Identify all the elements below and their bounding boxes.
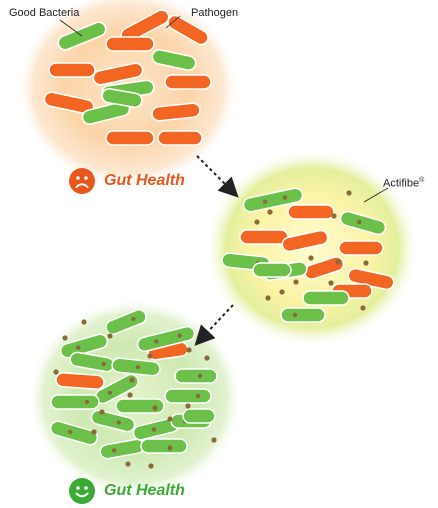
pathogen-cell — [339, 241, 383, 255]
fibre-particle — [204, 355, 209, 360]
fibre-particle — [147, 353, 152, 358]
good-bacteria-cell — [303, 291, 349, 305]
fibre-particle — [265, 295, 270, 300]
fibre-particle — [185, 403, 190, 408]
fibre-particle — [328, 280, 333, 285]
good-bacteria-cell — [116, 399, 164, 413]
happy-face-icon — [69, 478, 95, 504]
fibre-particle — [360, 305, 365, 310]
fibre-particle — [148, 463, 153, 468]
fibre-particle — [107, 333, 112, 338]
fibre-particle — [211, 437, 216, 442]
good-bacteria-cell — [141, 439, 187, 453]
good-bacteria-cell — [175, 369, 217, 383]
fibre-particle — [335, 259, 340, 264]
fibre-particle — [167, 445, 172, 450]
fibre-particle — [129, 377, 134, 382]
fibre-particle — [267, 209, 272, 214]
fibre-particle — [125, 461, 130, 466]
fibre-particle — [53, 369, 58, 374]
pathogen-cell — [49, 63, 95, 77]
good-bacteria-label: Good Bacteria — [9, 7, 79, 19]
fibre-particle — [152, 405, 157, 410]
actifibe-label: Actifibe® — [383, 177, 424, 190]
pathogen-label: Pathogen — [191, 7, 238, 19]
fibre-particle — [186, 347, 191, 352]
fibre-particle — [346, 190, 351, 195]
registered-mark: ® — [419, 177, 424, 184]
fibre-particle — [62, 335, 67, 340]
actifibe-name: Actifibe — [383, 178, 419, 190]
good-bacteria-cell — [253, 263, 291, 277]
pathogen-cell — [106, 37, 154, 51]
pathogen-cell — [165, 75, 211, 89]
fibre-particle — [308, 255, 313, 260]
fibre-particle — [99, 409, 104, 414]
pathogen-cell — [158, 131, 202, 145]
good-bacteria-cell — [281, 308, 325, 322]
fibre-particle — [167, 416, 172, 421]
pathogen-cell — [106, 131, 154, 145]
good-gut-health-caption: Gut Health — [104, 482, 185, 500]
sad-face-icon — [69, 168, 95, 194]
bad-gut-health-caption: Gut Health — [104, 172, 185, 190]
fibre-particle — [331, 213, 336, 218]
fibre-particle — [127, 392, 132, 397]
good-bacteria-cell — [51, 395, 99, 409]
fibre-particle — [363, 260, 368, 265]
good-bacteria-cell — [183, 409, 215, 423]
pathogen-cell — [56, 372, 105, 389]
fibre-particle — [293, 279, 298, 284]
fibre-particle — [81, 319, 86, 324]
pathogen-cell — [240, 230, 288, 244]
good-bacteria-cell — [165, 389, 211, 403]
pathogen-cell — [288, 205, 334, 219]
fibre-particle — [91, 429, 96, 434]
fibre-particle — [279, 289, 284, 294]
fibre-particle — [254, 219, 259, 224]
arrow-stage1-to-stage2 — [197, 156, 233, 192]
